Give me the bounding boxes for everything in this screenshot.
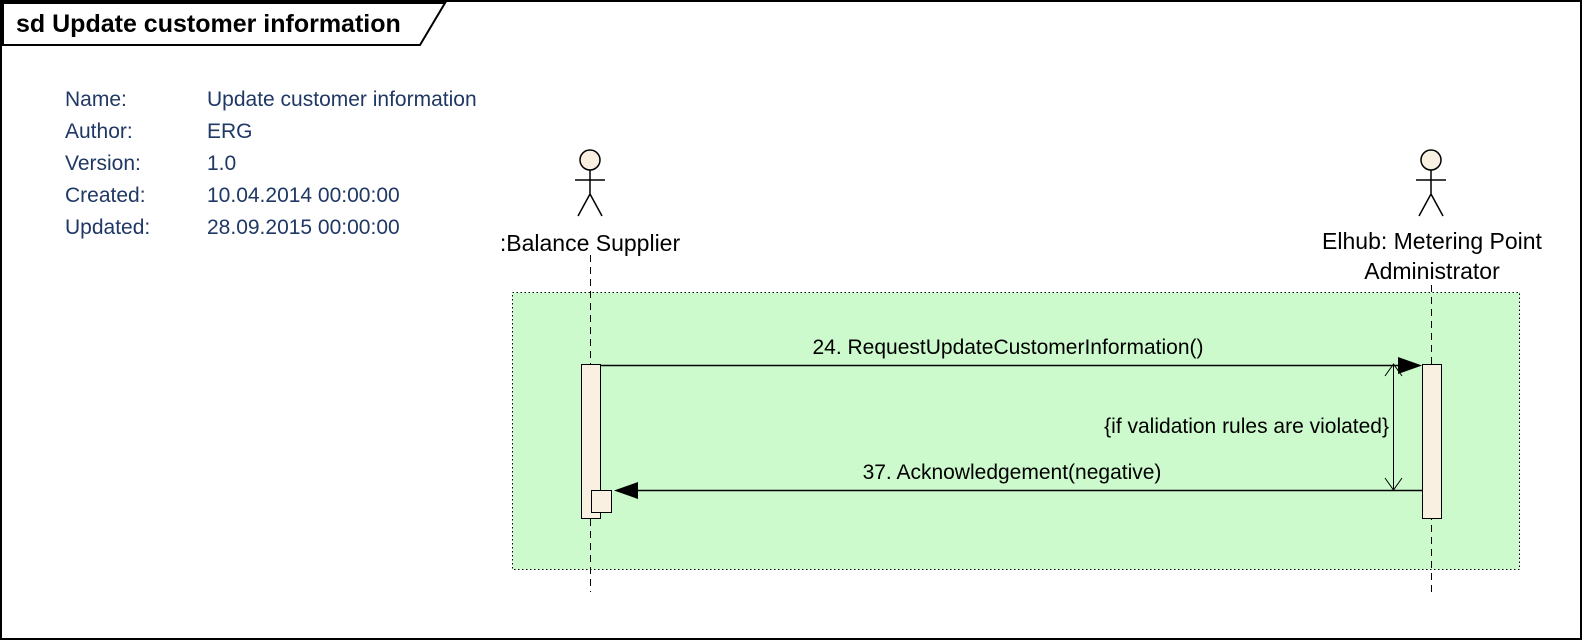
- property-value: Update customer information: [207, 88, 477, 111]
- nested-activation-balance-supplier: [591, 490, 612, 513]
- property-label: Author:: [65, 120, 133, 143]
- actor-body: [575, 170, 605, 217]
- message-37-label: 37. Acknowledgement(negative): [862, 461, 1162, 484]
- actor-label-balance-supplier: :Balance Supplier: [500, 228, 680, 258]
- frame-title: sd Update customer information: [16, 10, 401, 38]
- actor-head: [579, 149, 601, 171]
- property-value: 10.04.2014 00:00:00: [207, 184, 400, 207]
- property-value: ERG: [207, 120, 253, 143]
- actor-balance-supplier-icon: [575, 149, 605, 217]
- property-label: Created:: [65, 184, 146, 207]
- constraint-label: {if validation rules are violated}: [1104, 415, 1389, 438]
- property-value: 1.0: [207, 152, 237, 175]
- property-value: 28.09.2015 00:00:00: [207, 216, 400, 239]
- activation-bar-elhub: [1422, 364, 1442, 519]
- property-label: Name:: [65, 88, 127, 111]
- actor-label-line: Elhub: Metering Point: [1322, 228, 1542, 254]
- frame-tab: [2, 2, 447, 46]
- diagram-properties: Name: Update customer information Author…: [65, 87, 477, 247]
- property-label: Updated:: [65, 216, 151, 239]
- duration-arrow-down-chevron-icon: [1384, 477, 1403, 491]
- fragment-background: [512, 292, 1520, 570]
- property-row-updated: Updated: 28.09.2015 00:00:00: [65, 215, 477, 247]
- property-row-author: Author: ERG: [65, 119, 477, 151]
- activation-bar-balance-supplier: [581, 364, 601, 519]
- message-24-label: 24. RequestUpdateCustomerInformation(): [812, 336, 1204, 359]
- actor-body: [1416, 170, 1446, 217]
- property-label: Version:: [65, 152, 141, 175]
- duration-constraint-arrow: [1384, 363, 1403, 491]
- message-37-arrowhead-icon: [614, 482, 638, 499]
- actor-label-line: Administrator: [1364, 258, 1500, 284]
- actor-label-line: :Balance Supplier: [499, 230, 681, 256]
- actor-elhub-icon: [1416, 149, 1446, 217]
- message-24-arrowhead-icon: [1398, 357, 1422, 374]
- actor-label-elhub: Elhub: Metering Point Administrator: [1322, 226, 1542, 286]
- actor-head: [1420, 149, 1442, 171]
- property-row-name: Name: Update customer information: [65, 87, 477, 119]
- property-row-created: Created: 10.04.2014 00:00:00: [65, 183, 477, 215]
- duration-arrow-up-chevron-icon: [1384, 363, 1403, 377]
- property-row-version: Version: 1.0: [65, 151, 477, 183]
